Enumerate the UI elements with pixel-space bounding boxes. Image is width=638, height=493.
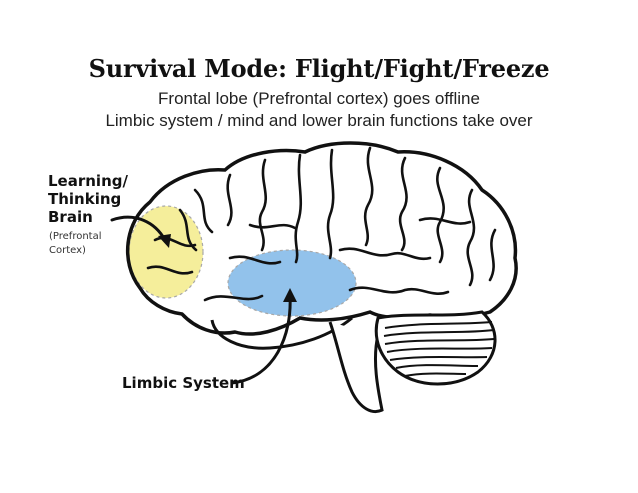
prefrontal-label-line-2: Thinking [48,190,121,208]
limbic-label: Limbic System [122,374,245,392]
prefrontal-label-line-3: Brain [48,208,93,226]
prefrontal-label-line-1: Learning/ [48,172,128,190]
brainstem [330,322,382,412]
cerebellum [376,312,495,384]
prefrontal-sublabel-line-1: (Prefrontal [49,230,102,244]
limbic-highlight [228,250,356,316]
prefrontal-sublabel-line-2: Cortex) [49,244,86,258]
